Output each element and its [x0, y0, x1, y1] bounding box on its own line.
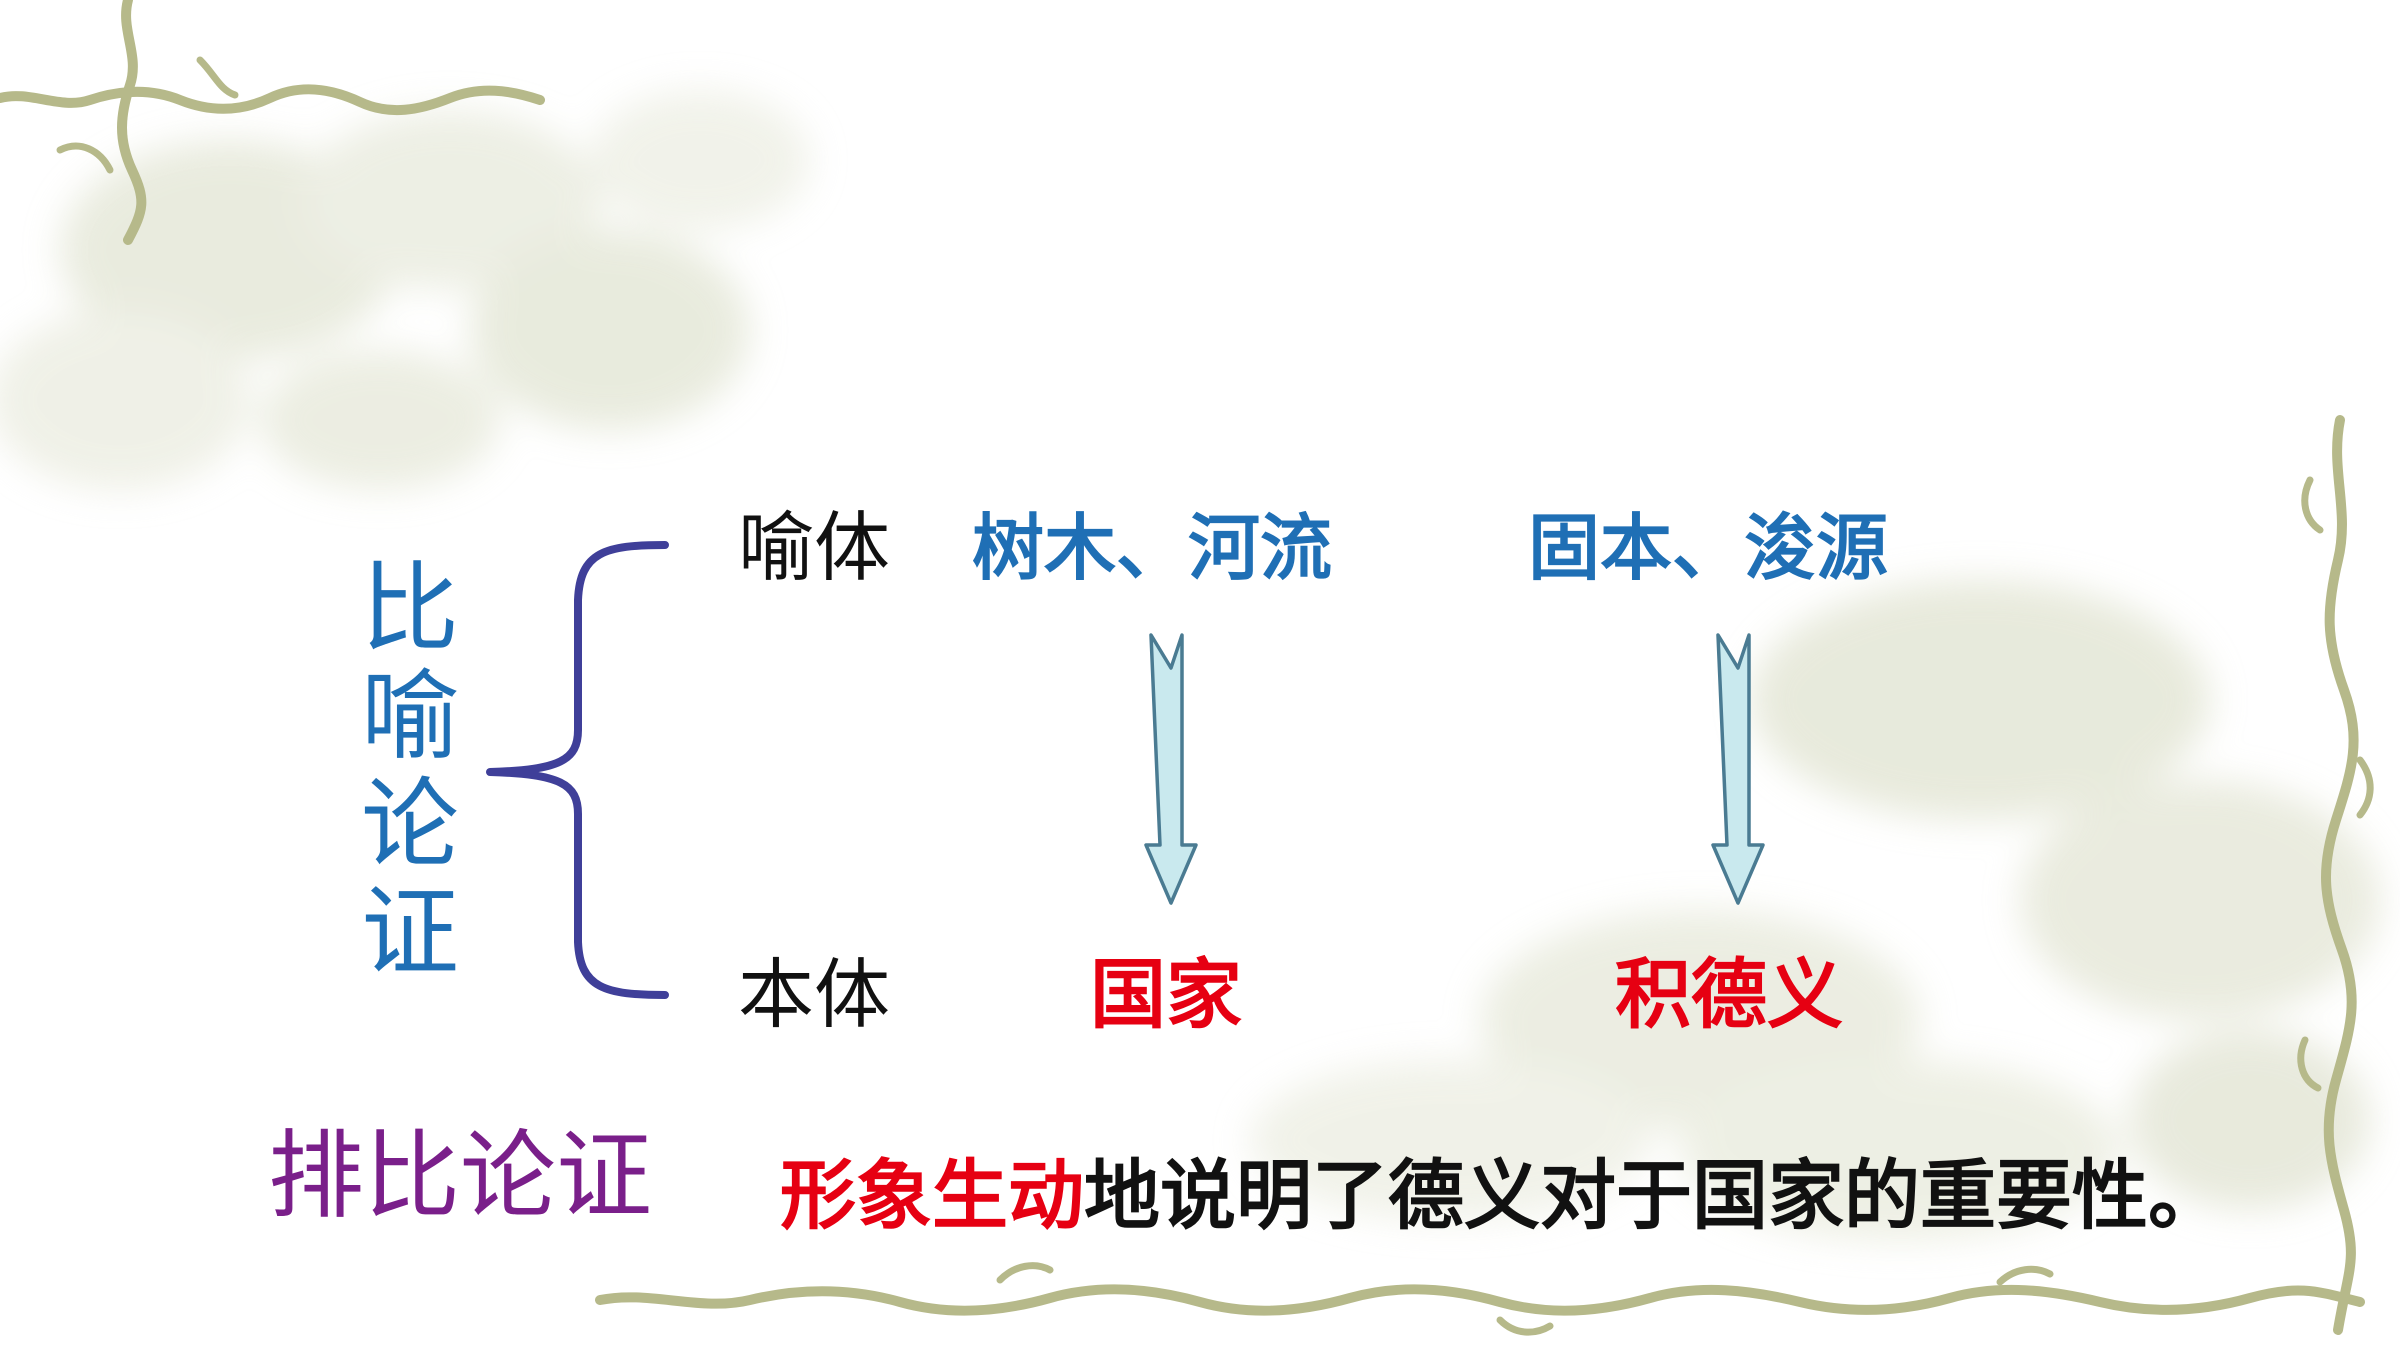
vehicle-trees-rivers: 树木、河流 — [972, 506, 1333, 590]
vehicle-label: 喻体 — [738, 503, 890, 592]
curly-brace — [486, 541, 669, 999]
vine-accents — [56, 56, 2374, 1336]
title-char: 论 — [360, 768, 459, 882]
title-char: 喻 — [360, 660, 459, 774]
conclusion-rest: 地说明了德义对于国家的重要性。 — [1084, 1151, 2224, 1240]
blossom-top-left — [0, 90, 810, 490]
down-arrow-right — [1711, 633, 1765, 905]
tenor-country: 国家 — [1090, 950, 1242, 1039]
title-char: 比 — [360, 552, 459, 666]
down-arrow-left — [1144, 633, 1198, 905]
parallelism-argument-label: 排比论证 — [268, 1120, 652, 1232]
conclusion-highlight: 形象生动 — [780, 1151, 1084, 1240]
blossom-bottom-right — [1250, 580, 2380, 1240]
tenor-virtue: 积德义 — [1615, 950, 1843, 1039]
vehicle-root-source: 固本、浚源 — [1528, 506, 1889, 590]
metaphor-argument-title: 比 喻 论 证 — [355, 555, 465, 987]
tenor-label: 本体 — [738, 950, 890, 1039]
title-char: 证 — [360, 876, 459, 990]
vine-border — [0, 0, 2365, 1335]
conclusion-sentence: 形象生动地说明了德义对于国家的重要性。 — [780, 1158, 2224, 1234]
